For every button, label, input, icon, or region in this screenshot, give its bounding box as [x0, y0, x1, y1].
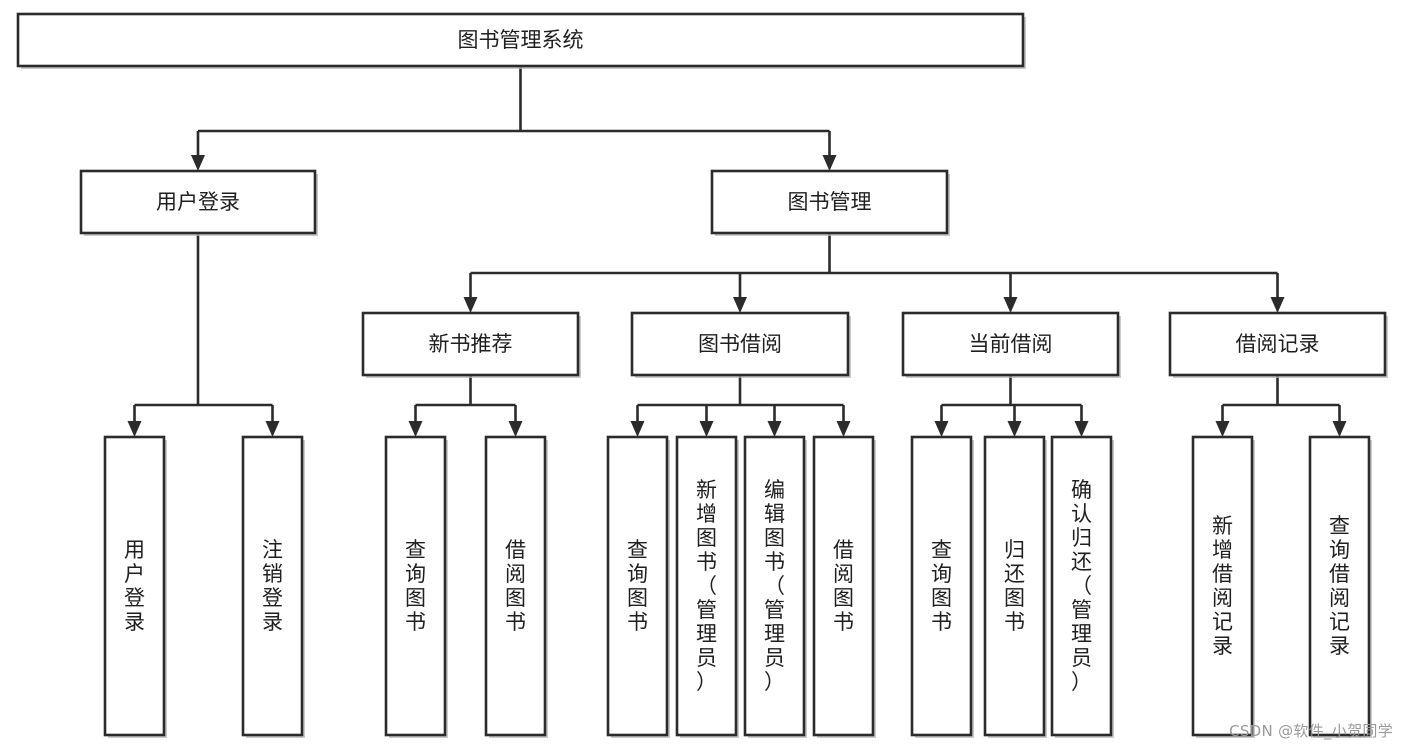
- node-label: 当前借阅: [969, 332, 1053, 356]
- node-label: 图书管理系统: [458, 28, 584, 52]
- node-label: 用户登录: [156, 190, 240, 214]
- connector-group-root: [191, 66, 837, 171]
- connector-layer: [127, 66, 1347, 437]
- node-leaf-leaf-logout-login[interactable]: 注销登录: [241, 435, 305, 738]
- node-leaf-leaf-borrow-book-1[interactable]: 借阅图书: [484, 435, 548, 738]
- node-label: 编辑图书（管理员）: [764, 478, 785, 694]
- node-box[interactable]: [484, 435, 547, 737]
- node-box[interactable]: [710, 169, 949, 235]
- node-box[interactable]: [606, 435, 669, 737]
- node-label: 查询图书: [627, 538, 648, 634]
- node-box[interactable]: [241, 435, 304, 737]
- node-box[interactable]: [983, 435, 1046, 737]
- node-box[interactable]: [1050, 435, 1113, 737]
- node-leaf-leaf-confirm-return-admin[interactable]: 确认归还（管理员）: [1050, 435, 1114, 738]
- connector-group-book-manage: [463, 233, 1285, 313]
- node-leaf-leaf-query-book-3[interactable]: 查询图书: [910, 435, 974, 738]
- node-leaf-leaf-edit-book-admin[interactable]: 编辑图书（管理员）: [743, 435, 807, 738]
- connector-group-book-borrow: [630, 375, 851, 437]
- node-label: 借阅记录: [1236, 332, 1320, 356]
- node-box[interactable]: [910, 435, 973, 737]
- node-box[interactable]: [361, 311, 580, 377]
- node-level1-user-login[interactable]: 用户登录: [79, 169, 318, 236]
- node-label: 查询借阅记录: [1329, 514, 1350, 658]
- node-box[interactable]: [16, 12, 1025, 68]
- node-label: 新增图书（管理员）: [696, 478, 717, 694]
- node-leaf-leaf-return-book[interactable]: 归还图书: [983, 435, 1047, 738]
- node-box[interactable]: [812, 435, 875, 737]
- node-box[interactable]: [1191, 435, 1254, 737]
- node-box[interactable]: [79, 169, 317, 235]
- node-label: 图书借阅: [698, 332, 782, 356]
- node-box[interactable]: [901, 311, 1120, 377]
- node-leaf-leaf-add-borrow-record[interactable]: 新增借阅记录: [1191, 435, 1255, 738]
- node-leaf-leaf-borrow-book-2[interactable]: 借阅图书: [812, 435, 876, 738]
- connector-group-user-login: [127, 233, 280, 437]
- connector-group-current-borrow: [934, 375, 1089, 437]
- node-label: 用户登录: [124, 538, 145, 634]
- node-leaf-leaf-add-book-admin[interactable]: 新增图书（管理员）: [675, 435, 739, 738]
- node-label: 确认归还（管理员）: [1071, 478, 1092, 694]
- node-box[interactable]: [103, 435, 166, 737]
- connector-group-new-book-recommend: [408, 375, 523, 437]
- node-label: 新增借阅记录: [1212, 514, 1233, 658]
- node-level2-current-borrow[interactable]: 当前借阅: [901, 311, 1121, 378]
- node-label: 借阅图书: [833, 538, 854, 634]
- node-label: 新书推荐: [429, 332, 513, 356]
- node-root[interactable]: 图书管理系统: [16, 12, 1026, 69]
- node-level2-new-book-recommend[interactable]: 新书推荐: [361, 311, 581, 378]
- node-label: 查询图书: [931, 538, 952, 634]
- node-level2-book-borrow[interactable]: 图书借阅: [630, 311, 851, 378]
- node-box[interactable]: [384, 435, 447, 737]
- node-box[interactable]: [743, 435, 806, 737]
- node-layer: 图书管理系统用户登录图书管理新书推荐图书借阅当前借阅借阅记录用户登录注销登录查询…: [16, 12, 1388, 738]
- node-leaf-leaf-query-book-1[interactable]: 查询图书: [384, 435, 448, 738]
- node-box[interactable]: [1308, 435, 1371, 737]
- node-box[interactable]: [630, 311, 850, 377]
- node-label: 注销登录: [262, 538, 283, 634]
- connector-group-borrow-record: [1215, 375, 1347, 437]
- node-label: 图书管理: [788, 190, 872, 214]
- node-leaf-leaf-query-borrow-record[interactable]: 查询借阅记录: [1308, 435, 1372, 738]
- node-label: 查询图书: [405, 538, 426, 634]
- node-level1-book-manage[interactable]: 图书管理: [710, 169, 950, 236]
- node-leaf-leaf-query-book-2[interactable]: 查询图书: [606, 435, 670, 738]
- node-box[interactable]: [675, 435, 738, 737]
- node-label: 归还图书: [1004, 538, 1025, 634]
- node-box[interactable]: [1168, 311, 1387, 377]
- node-level2-borrow-record[interactable]: 借阅记录: [1168, 311, 1388, 378]
- node-leaf-leaf-user-login[interactable]: 用户登录: [103, 435, 167, 738]
- node-label: 借阅图书: [505, 538, 526, 634]
